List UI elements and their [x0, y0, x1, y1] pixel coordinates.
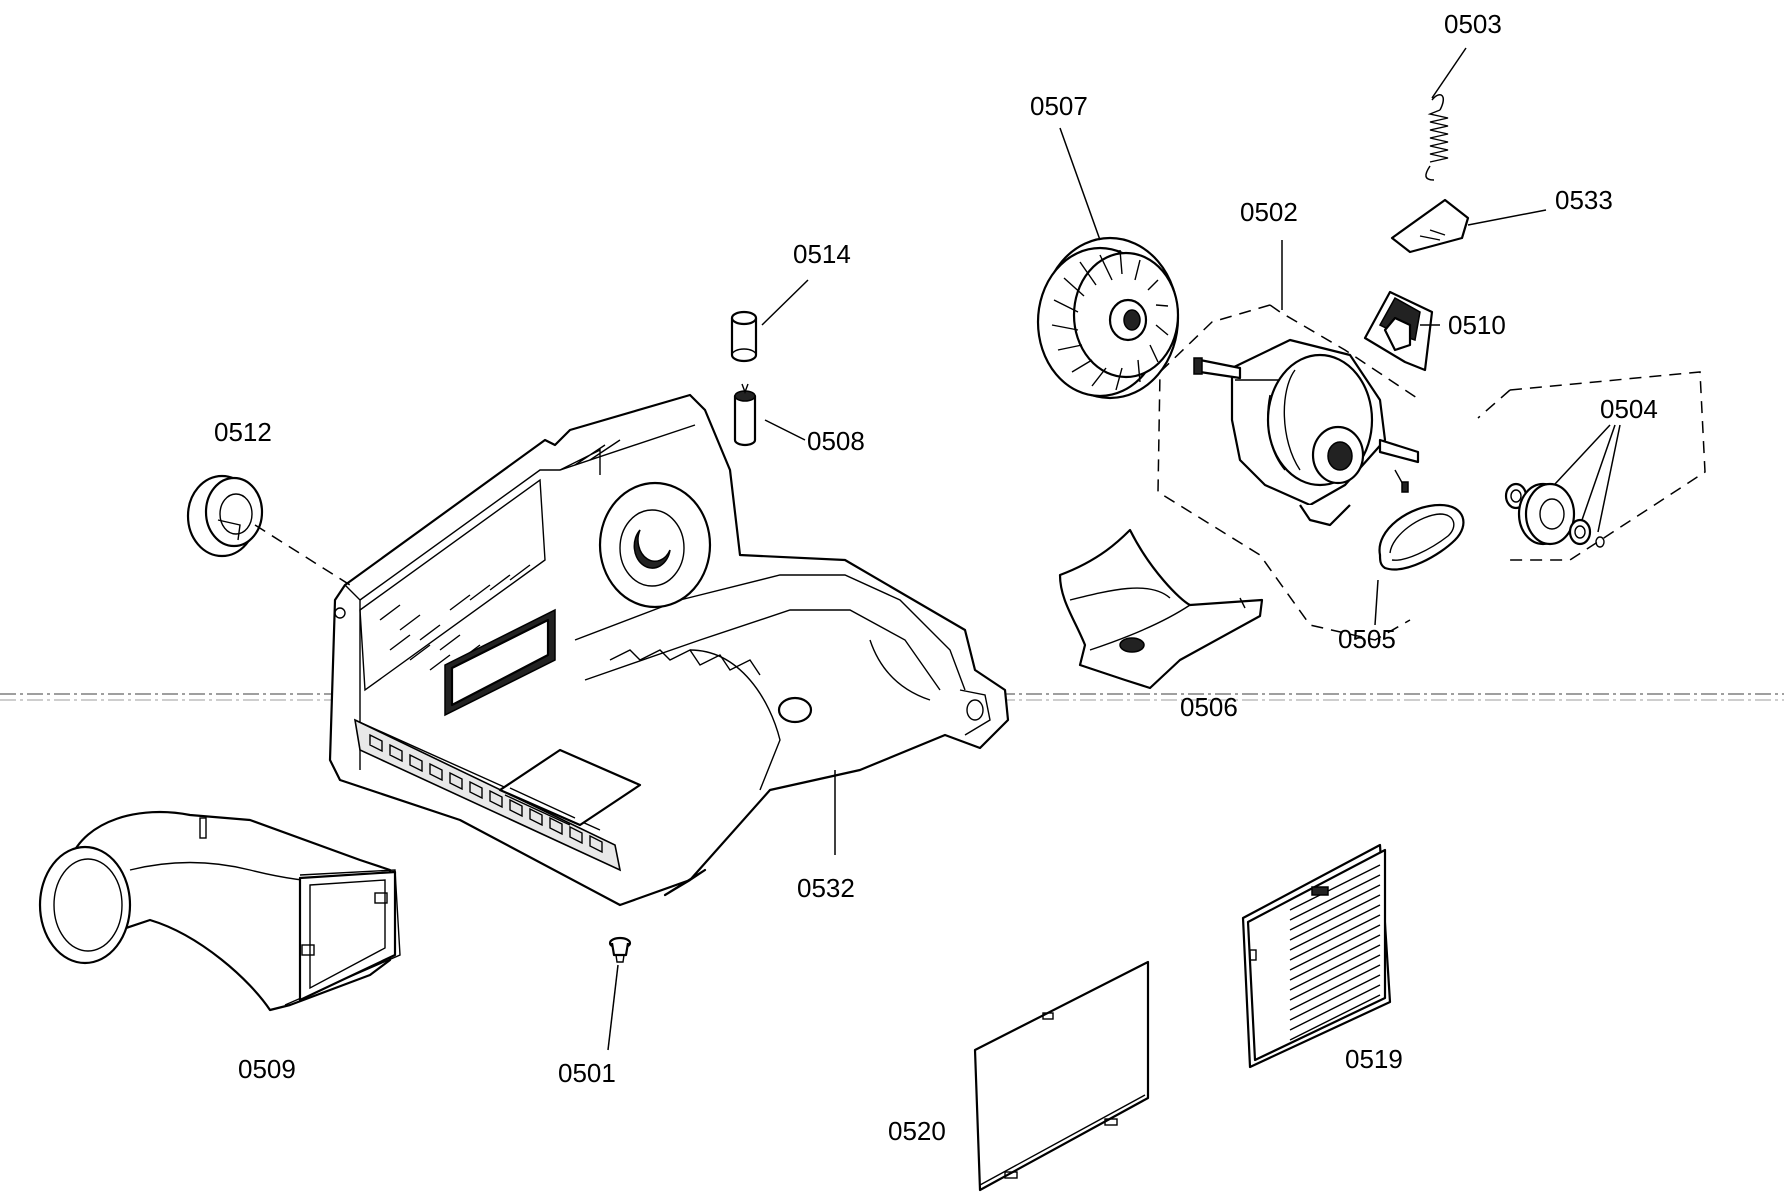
connector-block-part	[1363, 290, 1434, 372]
pulley-part	[1477, 371, 1706, 561]
base-housing-part	[328, 393, 1010, 907]
label-0512: 0512	[214, 417, 272, 447]
air-duct-part	[38, 810, 401, 1012]
label-0532: 0532	[797, 873, 855, 903]
bracket-part	[1390, 198, 1470, 254]
leader-0512	[254, 524, 351, 586]
label-0502: 0502	[1240, 197, 1298, 227]
spring-part	[1425, 94, 1449, 181]
round-cap-part	[186, 474, 264, 558]
drive-belt-part	[1378, 503, 1465, 571]
part-labels: 0503 0507 0533 0502 0514 0510 0504 0512 …	[214, 9, 1658, 1146]
label-0501: 0501	[558, 1058, 616, 1088]
label-0505: 0505	[1338, 624, 1396, 654]
cylinder-pin-part	[733, 383, 757, 447]
label-0533: 0533	[1555, 185, 1613, 215]
label-0504: 0504	[1600, 394, 1658, 424]
label-0510: 0510	[1448, 310, 1506, 340]
label-0508: 0508	[807, 426, 865, 456]
label-0514: 0514	[793, 239, 851, 269]
leader-lines	[607, 47, 1621, 1051]
label-0503: 0503	[1444, 9, 1502, 39]
label-0519: 0519	[1345, 1044, 1403, 1074]
motor-part	[1157, 304, 1421, 641]
cylinder-sleeve-part	[730, 310, 758, 363]
screw-part	[608, 936, 632, 963]
label-0520: 0520	[888, 1116, 946, 1146]
label-0507: 0507	[1030, 91, 1088, 121]
blower-wheel-part	[1036, 236, 1180, 400]
label-0509: 0509	[238, 1054, 296, 1084]
curved-shroud-part	[1058, 528, 1264, 690]
honeycomb-pattern	[369, 733, 603, 854]
fan-housing-opening	[598, 481, 712, 609]
flat-panel-part	[973, 960, 1150, 1192]
label-0506: 0506	[1180, 692, 1238, 722]
lint-filter-grille-part	[1241, 843, 1392, 1069]
